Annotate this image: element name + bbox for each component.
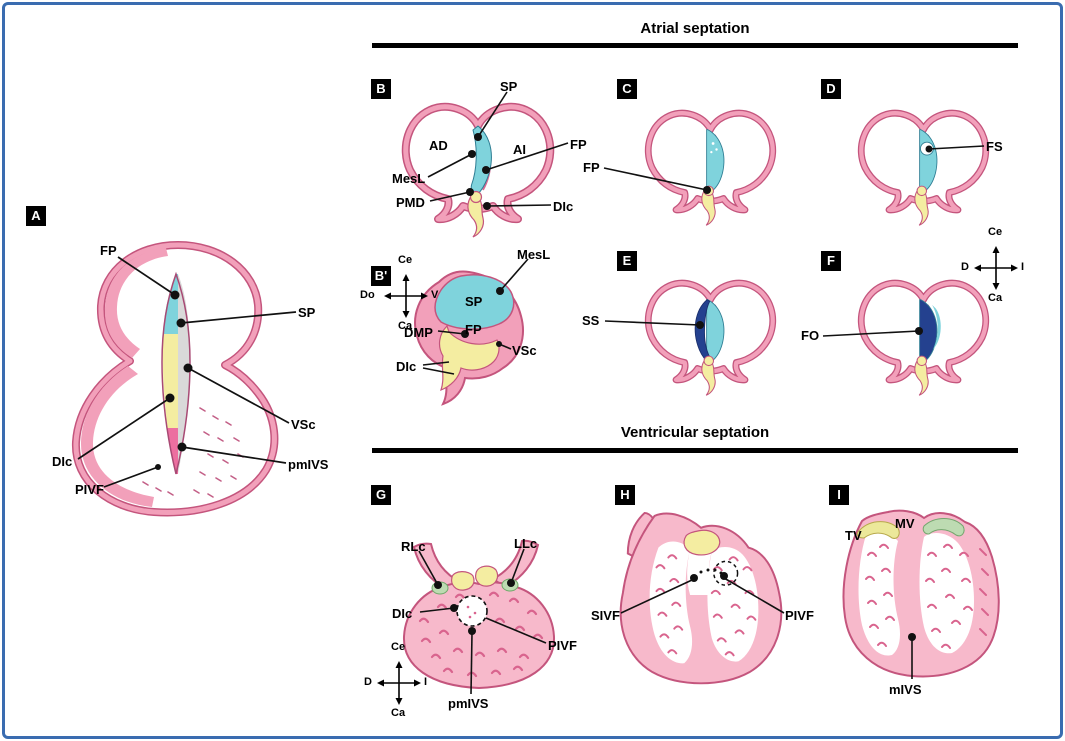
label-a-fp: FP xyxy=(100,243,117,258)
atrial-septation-title: Atrial septation xyxy=(640,20,750,37)
panel-a-heart-graphic xyxy=(71,241,279,517)
label-bp-mesl: MesL xyxy=(517,247,551,262)
compass-g-right: I xyxy=(424,676,428,688)
compass-f-right: I xyxy=(1021,261,1025,273)
label-bp-dmp: DMP xyxy=(404,325,433,340)
label-b-mesl: MesL xyxy=(392,171,426,186)
compass-f-down: Ca xyxy=(988,292,1003,304)
label-a-dic: DIc xyxy=(52,454,73,469)
label-c-fp: FP xyxy=(583,160,600,175)
label-g-pmivs: pmIVS xyxy=(448,696,489,711)
label-g-llc: LLc xyxy=(514,536,538,551)
compass-g-left: D xyxy=(364,676,372,688)
panel-h-heart-graphic xyxy=(619,511,783,685)
label-bp-dic: DIc xyxy=(396,359,417,374)
label-a-sp: SP xyxy=(298,305,316,320)
label-i-mivs: mIVS xyxy=(889,682,922,697)
panel-f-badge: F xyxy=(821,251,841,271)
compass-bprime-down: Ca xyxy=(398,320,413,332)
label-b-fp: FP xyxy=(570,137,587,152)
label-i-mv: MV xyxy=(895,516,915,531)
ventricular-septation-bar xyxy=(372,448,1018,453)
compass-f-left: D xyxy=(961,261,969,273)
label-h-pivf: PIVF xyxy=(785,608,814,623)
label-bp-fp: FP xyxy=(465,322,482,337)
panel-e-badge: E xyxy=(617,251,637,271)
panel-c-heart-graphic xyxy=(633,100,788,226)
panel-d-heart-graphic xyxy=(846,100,1001,226)
panel-b-heart-graphic xyxy=(388,92,568,238)
atrial-septation-bar xyxy=(372,43,1018,48)
compass-g-down: Ca xyxy=(391,707,406,719)
label-b-ad: AD xyxy=(429,138,448,153)
panel-i-badge: I xyxy=(829,485,849,505)
panel-g-badge: G xyxy=(371,485,391,505)
compass-bprime-right: V xyxy=(431,289,439,301)
panel-f-heart-graphic xyxy=(846,270,1001,396)
panel-c-badge: C xyxy=(617,79,637,99)
panel-e-heart-graphic xyxy=(633,270,788,396)
label-e-ss: SS xyxy=(582,313,600,328)
label-bp-sp: SP xyxy=(465,294,483,309)
compass-g-axes-icon xyxy=(377,661,421,705)
compass-f-axes-icon xyxy=(974,246,1018,290)
label-b-dic: DIc xyxy=(553,199,574,214)
ventricular-septation-title: Ventricular septation xyxy=(620,424,770,441)
label-f-fo: FO xyxy=(801,328,820,343)
panel-d-badge: D xyxy=(821,79,841,99)
label-a-pmivs: pmIVS xyxy=(288,457,329,472)
compass-bprime-left: Do xyxy=(360,289,375,301)
compass-bprime-axes-icon xyxy=(384,274,428,318)
compass-bprime-up: Ce xyxy=(398,254,413,266)
label-g-pivf: PIVF xyxy=(548,638,577,653)
label-h-sivf: SIVF xyxy=(591,608,620,623)
panel-b-badge: B xyxy=(371,79,391,99)
label-d-fs: FS xyxy=(986,139,1003,154)
panel-bprime-badge: B' xyxy=(371,266,391,286)
label-b-ai: AI xyxy=(513,142,526,157)
label-a-pivf: PIVF xyxy=(75,482,104,497)
label-g-rlc: RLc xyxy=(401,539,426,554)
label-bp-vsc: VSc xyxy=(512,343,537,358)
label-g-dic: DIc xyxy=(392,606,413,621)
label-a-vsc: VSc xyxy=(291,417,316,432)
label-i-tv: TV xyxy=(845,528,862,543)
label-b-sp: SP xyxy=(500,79,518,94)
panel-a-badge: A xyxy=(26,206,46,226)
panel-h-badge: H xyxy=(615,485,635,505)
panel-bprime-graphic xyxy=(414,270,524,406)
compass-f-up: Ce xyxy=(988,226,1003,238)
label-b-pmd: PMD xyxy=(396,195,425,210)
compass-g-up: Ce xyxy=(391,641,406,653)
panel-i-heart-graphic xyxy=(842,509,1000,678)
